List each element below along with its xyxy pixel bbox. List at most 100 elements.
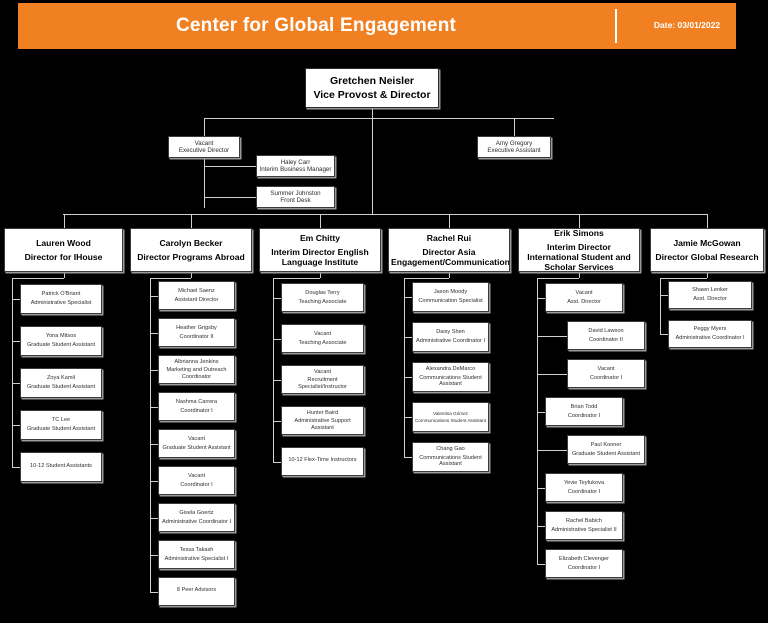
node-root[interactable]: Gretchen Neisler Vice Provost & Director <box>305 68 439 108</box>
connector-line <box>273 339 281 340</box>
connector-line <box>273 278 274 462</box>
connector-line <box>537 278 538 564</box>
node-title: Coordinator I <box>567 564 601 571</box>
connector-line <box>537 374 567 375</box>
connector-line <box>707 272 708 278</box>
connector-line <box>273 380 281 381</box>
connector-line <box>579 272 580 278</box>
connector-line <box>204 118 205 136</box>
connector-line <box>150 481 158 482</box>
node-title: Graduate Student Assistant <box>26 384 96 390</box>
node-title: Communications Student Assistant <box>419 454 482 468</box>
node-title: Assistant Director <box>174 296 219 303</box>
connector-line <box>514 118 515 136</box>
node-title: Director for IHouse <box>24 252 103 262</box>
header-date: Date: 03/01/2022 <box>653 20 721 30</box>
node-title: Director Asia Engagement/Communications <box>391 246 510 268</box>
connector-line <box>191 214 192 228</box>
node-name: David Lawson <box>588 327 624 334</box>
connector-line <box>150 518 158 519</box>
connector-line <box>404 417 412 418</box>
connector-line <box>150 592 158 593</box>
node-title: Interim Director International Student a… <box>527 241 631 272</box>
node-name: Yona Mitsos <box>45 333 77 340</box>
connector-line <box>449 272 450 278</box>
node-name: Amy Gregory <box>495 139 533 147</box>
page-title: Center for Global Engagement <box>175 15 457 36</box>
node-title: Coordinator I <box>180 481 213 488</box>
node-name: Alexandra DeMarco <box>425 366 476 373</box>
node-title: Coordinator I <box>180 407 213 414</box>
connector-line <box>537 278 579 279</box>
node-title: Communications Student Assistant <box>419 374 482 388</box>
node-title: Administrative Coordinator I <box>415 338 486 344</box>
node-name: Nashma Carrera <box>175 398 218 405</box>
node-exec-2[interactable]: Summer Johnston Front Desk <box>256 186 335 208</box>
node-title: Administrative Specialist <box>30 300 92 306</box>
node-name: Albrianna Jenkins <box>174 358 219 365</box>
node-exec-1[interactable]: Haley Carr Interim Business Manager <box>256 155 335 177</box>
node-exec-3[interactable]: Amy Gregory Executive Assistant <box>477 136 551 158</box>
node-name: Valentina Gómez <box>433 411 468 417</box>
node-title: Director Programs Abroad <box>137 252 245 262</box>
node-name: Summer Johnston <box>270 189 321 197</box>
node-staff-0-4[interactable]: 10-12 Student Assistants <box>20 452 102 482</box>
node-title: Asst. Director <box>693 296 727 302</box>
connector-line <box>273 278 320 279</box>
node-exec-0[interactable]: Vacant Executive Director <box>168 136 240 158</box>
node-name: Em Chitty <box>299 232 341 243</box>
connector-line <box>404 278 405 457</box>
node-staff-1-8[interactable]: 8 Peer Advisors <box>158 577 235 606</box>
connector-line <box>273 462 281 463</box>
connector-line <box>64 272 65 278</box>
node-title: Administrative Coordinator I <box>161 518 232 525</box>
node-staff-2-4[interactable]: 10-12 Flex-Time Instructors <box>281 447 364 476</box>
node-title: Interim Director English Language Instit… <box>271 246 369 268</box>
node-title: Communications Student Assistant <box>415 417 486 423</box>
connector-line <box>537 488 545 489</box>
connector-line <box>537 526 545 527</box>
node-title: Teaching Associate <box>298 298 347 305</box>
connector-line <box>660 295 668 296</box>
node-title: Administrative Coordinator I <box>675 335 745 341</box>
connector-line <box>150 296 158 297</box>
